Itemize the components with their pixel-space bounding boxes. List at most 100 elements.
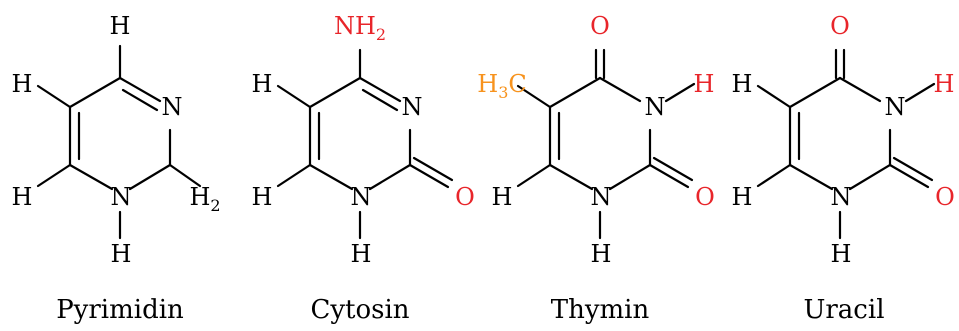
bond-line <box>598 76 642 103</box>
atom-label-h-left-bottom: H <box>252 183 273 211</box>
bond-line <box>648 163 690 189</box>
atom-label-h-bottom: H <box>351 240 372 268</box>
atom-label-h-right: H <box>934 70 955 98</box>
atom-label-h-left-top: H <box>252 70 273 98</box>
atom-label-h2-right: H2 <box>189 183 220 215</box>
bond-line <box>358 76 402 103</box>
atom-label-h-left-bottom: H <box>492 183 513 211</box>
atom-label-h-left-bottom: H <box>732 183 753 211</box>
atom-label-n-right: N <box>645 93 666 121</box>
atom-symbol: H <box>732 70 753 98</box>
atom-subscript: 3 <box>498 83 508 102</box>
atom-symbol: H <box>591 240 612 268</box>
atom-symbol: NH <box>334 12 376 40</box>
atom-subscript: 2 <box>376 25 386 44</box>
atom-symbol: H <box>189 183 210 211</box>
molecule-caption: Uracil <box>803 295 884 325</box>
bond-line <box>516 163 552 188</box>
atom-symbol: N <box>351 183 372 211</box>
atom-symbol: H <box>831 240 852 268</box>
molecule-caption: Cytosin <box>310 295 409 325</box>
atom-symbol: H <box>252 183 273 211</box>
atom-symbol: H <box>492 183 513 211</box>
atom-label-h-bottom: H <box>591 240 612 268</box>
atom-symbol: O <box>830 12 850 40</box>
bond-line <box>276 163 312 188</box>
bond-line <box>36 84 72 109</box>
atom-label-h-right: H <box>694 70 715 98</box>
atom-symbol: H <box>110 12 131 40</box>
atom-subscript: 2 <box>210 196 220 215</box>
atom-symbol: N <box>831 183 852 211</box>
bond-line <box>121 88 159 112</box>
bond-line <box>168 163 202 188</box>
atom-label-o-right: O <box>935 183 955 211</box>
atom-symbol: O <box>695 183 715 211</box>
atom-symbol-tail: C <box>508 70 526 98</box>
atom-label-h-left-top: H <box>732 70 753 98</box>
bond-line <box>548 76 602 109</box>
atom-symbol: H <box>477 70 498 98</box>
bond-line <box>308 76 362 109</box>
atom-symbol: H <box>12 183 33 211</box>
bond-line <box>276 84 312 109</box>
atom-label-n-right: N <box>402 93 423 121</box>
bond-line <box>848 163 892 191</box>
atom-symbol: H <box>934 70 955 98</box>
molecule-caption: Thymin <box>551 295 650 325</box>
atom-symbol: N <box>111 183 132 211</box>
atom-label-o-top: O <box>590 12 610 40</box>
bond-line <box>412 156 454 182</box>
atom-symbol: O <box>590 12 610 40</box>
atom-symbol: N <box>162 93 183 121</box>
atom-symbol: H <box>351 240 372 268</box>
atom-symbol: O <box>935 183 955 211</box>
atom-label-o-right: O <box>455 183 475 211</box>
atom-label-h-bottom: H <box>831 240 852 268</box>
bond-line <box>788 163 834 191</box>
atom-label-h-top: H <box>110 12 131 40</box>
bond-line <box>788 76 842 109</box>
atom-symbol: O <box>455 183 475 211</box>
bond-line <box>408 163 450 189</box>
atom-symbol: N <box>591 183 612 211</box>
bond-line <box>756 163 792 188</box>
atom-symbol: H <box>732 183 753 211</box>
atom-symbol: N <box>645 93 666 121</box>
bond-line <box>361 88 399 112</box>
atom-label-n-right: N <box>162 93 183 121</box>
bond-line <box>838 76 882 103</box>
atom-symbol: N <box>885 93 906 121</box>
molecule-caption: Pyrimidin <box>56 295 184 325</box>
bond-line <box>68 76 122 109</box>
atom-symbol: H <box>252 70 273 98</box>
atom-label-n-bottom: N <box>831 183 852 211</box>
bond-line <box>548 163 594 191</box>
bond-line <box>892 156 934 182</box>
bond-line <box>128 163 172 191</box>
bond-line <box>904 82 936 103</box>
bond-line <box>756 84 792 109</box>
atom-symbol: H <box>111 240 132 268</box>
bond-line <box>888 163 930 189</box>
atom-label-n-right: N <box>885 93 906 121</box>
bond-line <box>308 163 354 191</box>
bond-line <box>608 163 652 191</box>
atom-label-n-bottom: N <box>591 183 612 211</box>
bond-line <box>664 82 696 103</box>
bond-line <box>368 163 412 191</box>
atom-label-nh2-top: NH2 <box>334 12 386 44</box>
atom-label-h-bottom: H <box>111 240 132 268</box>
atom-label-n-bottom: N <box>111 183 132 211</box>
atom-symbol: N <box>402 93 423 121</box>
bond-line <box>68 163 114 191</box>
bond-line <box>652 156 694 182</box>
bond-line <box>516 84 552 109</box>
bond-line <box>36 163 72 188</box>
atom-label-o-right: O <box>695 183 715 211</box>
